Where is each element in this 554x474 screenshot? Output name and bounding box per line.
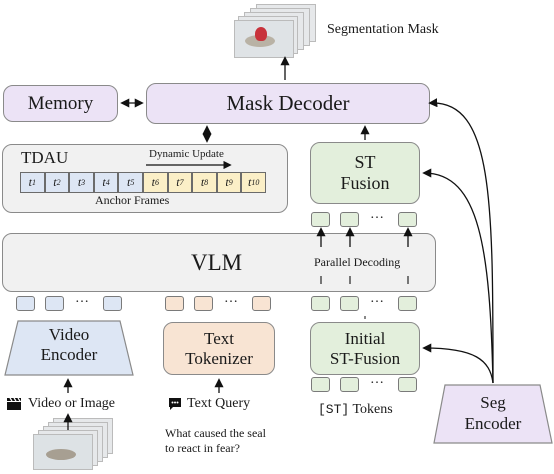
segmentation-mask-label: Segmentation Mask xyxy=(327,22,439,37)
ellipsis: … xyxy=(224,291,239,306)
anchor-frame-index: 6 xyxy=(154,178,159,187)
video-input-label: Video or Image xyxy=(28,396,116,411)
video-token xyxy=(103,296,122,311)
anchor-frame-index: 10 xyxy=(251,178,260,187)
video-encoder-shape xyxy=(4,320,134,376)
anchor-frame-index: 3 xyxy=(81,178,86,187)
anchor-frames-label: Anchor Frames xyxy=(95,193,170,207)
seg-encoder-line1: Seg xyxy=(480,393,506,412)
anchor-frame-symbol: t xyxy=(77,175,82,189)
st-output-token xyxy=(340,212,359,227)
anchor-frame-index: 4 xyxy=(105,178,110,187)
anchor-frame-symbol: t xyxy=(248,175,252,189)
text-tokenizer-box: Text Tokenizer xyxy=(163,322,275,375)
st-fusion-line2: Fusion xyxy=(340,173,390,193)
text-token xyxy=(252,296,271,311)
ellipsis: … xyxy=(370,207,385,222)
dynamic-update-label: Dynamic Update xyxy=(149,148,224,160)
st-input-token xyxy=(311,377,330,392)
anchor-frame-symbol: t xyxy=(200,175,205,189)
initial-st-fusion-line1: Initial xyxy=(344,328,386,348)
st-token-code: [ST] xyxy=(318,402,350,417)
video-token xyxy=(45,296,64,311)
seg-encoder-text: Seg Encoder xyxy=(433,392,553,435)
vlm-box: VLM Parallel Decoding xyxy=(2,233,436,292)
anchor-frame-symbol: t xyxy=(53,175,57,189)
parallel-decoding-label: Parallel Decoding xyxy=(314,255,401,269)
text-token xyxy=(165,296,184,311)
initial-st-fusion-box: Initial ST-Fusion xyxy=(310,322,420,375)
anchor-frame-symbol: t xyxy=(151,175,155,189)
video-encoder-line2: Encoder xyxy=(40,345,98,365)
ellipsis: … xyxy=(370,291,385,306)
st-token xyxy=(340,296,359,311)
st-output-token xyxy=(311,212,330,227)
vlm-label: VLM xyxy=(191,250,243,275)
seg-encoder-line2: Encoder xyxy=(464,414,522,434)
video-encoder-text: Video Encoder xyxy=(4,325,134,366)
anchor-frame-symbol: t xyxy=(127,175,131,189)
st-output-token xyxy=(398,212,417,227)
anchor-frame-index: 2 xyxy=(56,178,61,187)
anchor-frame-symbol: t xyxy=(225,175,229,189)
st-fusion-line1: ST xyxy=(354,152,376,173)
text-token xyxy=(194,296,213,311)
st-token xyxy=(311,296,330,311)
text-query-label: Text Query xyxy=(187,396,251,411)
query-text-line1: What caused the seal xyxy=(165,426,266,440)
ellipsis: … xyxy=(75,291,90,306)
st-input-token xyxy=(398,377,417,392)
query-text-line2: to react in fear? xyxy=(165,441,240,455)
st-input-token xyxy=(340,377,359,392)
ellipsis: … xyxy=(370,372,385,387)
anchor-frame-index: 7 xyxy=(179,178,184,187)
mask-decoder-label: Mask Decoder xyxy=(226,91,350,116)
mask-decoder-box: Mask Decoder xyxy=(146,83,430,124)
initial-st-fusion-line2: ST-Fusion xyxy=(329,348,401,368)
st-tokens-label: [ST] Tokens xyxy=(318,402,393,418)
seg-encoder-shape xyxy=(433,384,553,444)
text-tokenizer-line1: Text xyxy=(204,328,234,348)
anchor-frame-index: 1 xyxy=(31,178,36,187)
video-encoder-line1: Video xyxy=(48,325,90,344)
video-frames-image xyxy=(33,418,113,474)
anchor-frame-index: 8 xyxy=(204,178,209,187)
anchor-frame-symbol: t xyxy=(102,175,106,189)
anchor-frame-symbol: t xyxy=(28,175,32,189)
text-tokenizer-line2: Tokenizer xyxy=(185,348,253,368)
anchor-frame-symbol: t xyxy=(176,175,180,189)
st-token xyxy=(398,296,417,311)
st-fusion-box: ST Fusion xyxy=(310,142,420,204)
video-clapper-icon xyxy=(7,397,21,410)
anchor-frame-index: 5 xyxy=(130,178,135,187)
segmentation-mask-image xyxy=(234,4,320,58)
anchor-frame-index: 9 xyxy=(228,178,233,187)
st-tokens-word: Tokens xyxy=(352,402,393,417)
tdau-title: TDAU xyxy=(21,148,69,167)
video-token xyxy=(16,296,35,311)
memory-label: Memory xyxy=(27,92,94,114)
memory-box: Memory xyxy=(3,85,118,122)
chat-bubble-icon xyxy=(169,398,181,410)
